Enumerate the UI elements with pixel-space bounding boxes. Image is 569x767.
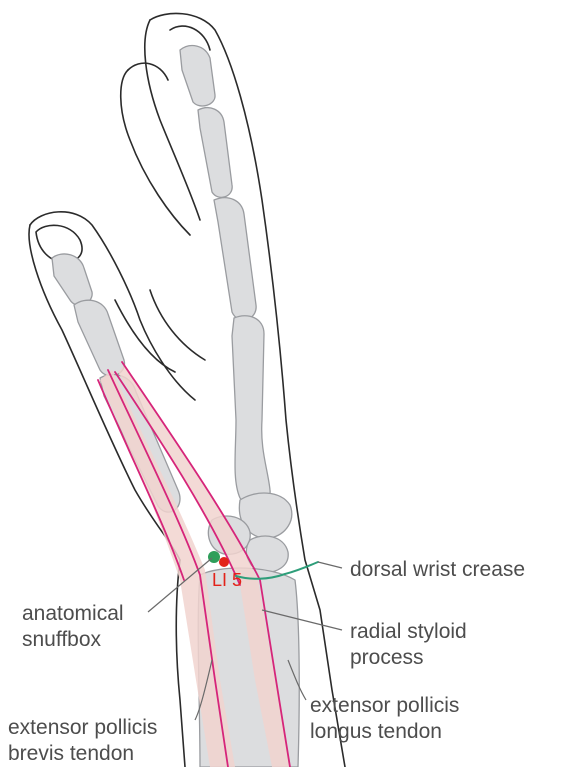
dorsal-wrist-crease-label: dorsal wrist crease	[350, 558, 525, 581]
extensor-pollicis-brevis-label: extensor pollicis brevis tendon	[8, 716, 163, 765]
radial-styloid-process-label: radial styloid process	[350, 620, 473, 669]
metacarpal-bone	[232, 316, 270, 505]
distal-phalanx-bone	[180, 46, 215, 106]
anatomical-snuffbox-label: anatomical snuffbox	[22, 602, 129, 651]
proximal-phalanx-bone	[214, 198, 256, 320]
thumb-distal-phalanx-bone	[52, 254, 92, 305]
middle-phalanx-bone	[198, 108, 232, 198]
li5-point-marker	[219, 557, 229, 567]
extensor-pollicis-longus-label: extensor pollicis longus tendon	[310, 694, 465, 743]
thumb-proximal-phalanx-bone	[74, 300, 125, 376]
anatomical-snuffbox-marker	[208, 551, 220, 563]
li5-point-label: LI 5	[212, 570, 242, 590]
